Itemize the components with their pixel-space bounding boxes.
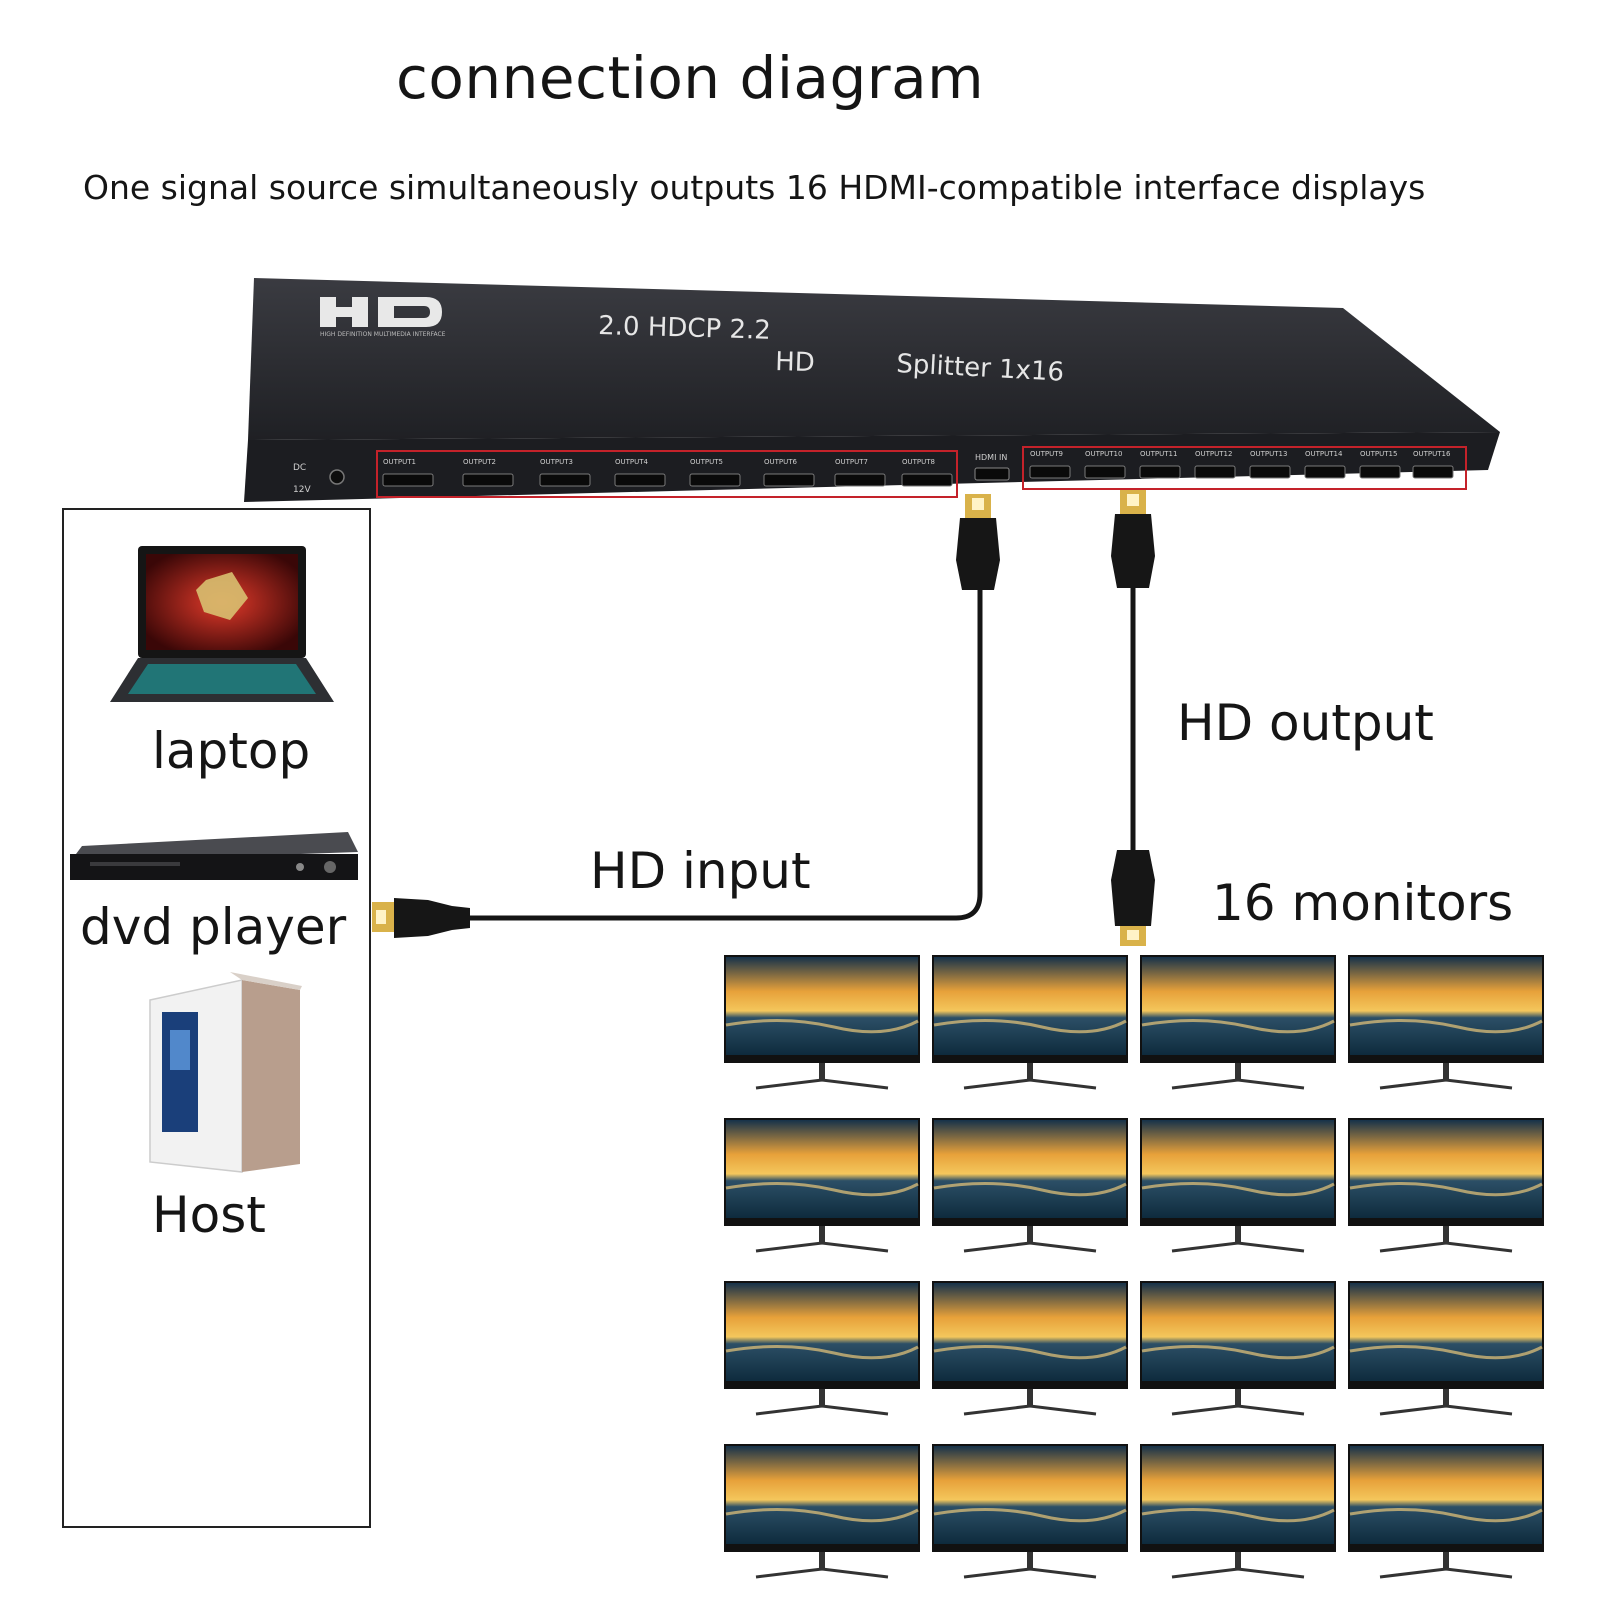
desktop-tower-icon bbox=[149, 972, 302, 1173]
hd-logo-icon bbox=[320, 297, 442, 327]
monitor-icon bbox=[932, 1281, 1128, 1416]
monitor-icon bbox=[932, 1444, 1128, 1579]
source-label-host: Host bbox=[152, 1186, 266, 1244]
output-port-label: OUTPUT15 bbox=[1360, 450, 1397, 458]
label-hd-output: HD output bbox=[1177, 694, 1434, 752]
device-spec-line2: HD bbox=[775, 347, 815, 378]
output-port-label: OUTPUT16 bbox=[1413, 450, 1451, 458]
hdmi-output-port bbox=[1029, 465, 1071, 479]
hdmi-output-port bbox=[1304, 465, 1346, 479]
hdmi-output-port bbox=[834, 473, 886, 487]
output-port-label: OUTPUT4 bbox=[615, 458, 649, 466]
output-port-label: OUTPUT13 bbox=[1250, 450, 1287, 458]
page-title: connection diagram bbox=[396, 44, 985, 112]
output-port-label: OUTPUT2 bbox=[463, 458, 496, 466]
hdmi-port-row: OUTPUT1 OUTPUT2 OUTPUT3 OUTPUT4 OUTPUT5 OUTPU… bbox=[382, 450, 1454, 487]
hdmi-output-port bbox=[901, 473, 953, 487]
power-jack-icon bbox=[329, 469, 345, 485]
monitor-icon bbox=[724, 955, 920, 1090]
hdmi-output-cable bbox=[1111, 490, 1155, 946]
dvd-player-icon bbox=[70, 832, 358, 880]
output-port-label: OUTPUT10 bbox=[1085, 450, 1122, 458]
output-port-frame-right bbox=[1022, 446, 1467, 490]
hdmi-output-port bbox=[689, 473, 741, 487]
laptop-icon bbox=[110, 546, 334, 702]
monitor-icon bbox=[1140, 1281, 1336, 1416]
label-hd-input: HD input bbox=[590, 842, 811, 900]
output-port-label: OUTPUT1 bbox=[383, 458, 416, 466]
monitor-icon bbox=[1348, 955, 1544, 1090]
device-spec-line1: 2.0 HDCP 2.2 bbox=[598, 311, 771, 346]
device-logo-subtext: HIGH DEFINITION MULTIMEDIA INTERFACE bbox=[320, 331, 446, 338]
monitor-icon bbox=[1140, 1118, 1336, 1253]
hdmi-output-port bbox=[539, 473, 591, 487]
monitor-icon bbox=[932, 955, 1128, 1090]
hdmi-input-cable bbox=[372, 494, 1000, 938]
hdmi-output-port bbox=[1194, 465, 1236, 479]
monitor-icon bbox=[724, 1118, 920, 1253]
monitor-icon bbox=[1348, 1281, 1544, 1416]
monitor-icon bbox=[724, 1444, 920, 1579]
hdmi-in-port bbox=[974, 467, 1010, 481]
output-port-label: OUTPUT12 bbox=[1195, 450, 1232, 458]
output-port-label: OUTPUT5 bbox=[690, 458, 723, 466]
output-port-label: OUTPUT6 bbox=[764, 458, 798, 466]
output-port-label: OUTPUT9 bbox=[1030, 450, 1063, 458]
hdmi-output-port bbox=[1412, 465, 1454, 479]
hdmi-output-port bbox=[614, 473, 666, 487]
hdmi-output-port bbox=[1139, 465, 1181, 479]
monitor-grid bbox=[724, 955, 1544, 1579]
hdmi-output-port bbox=[763, 473, 815, 487]
output-port-label: OUTPUT7 bbox=[835, 458, 868, 466]
output-port-label: OUTPUT3 bbox=[540, 458, 573, 466]
output-port-label: OUTPUT14 bbox=[1305, 450, 1343, 458]
hdmi-output-port bbox=[382, 473, 434, 487]
hdmi-output-port bbox=[1359, 465, 1401, 479]
monitor-icon bbox=[724, 1281, 920, 1416]
source-label-dvd-player: dvd player bbox=[80, 898, 347, 956]
page-subtitle: One signal source simultaneously outputs… bbox=[83, 168, 1426, 207]
hdmi-output-port bbox=[1249, 465, 1291, 479]
monitor-icon bbox=[1348, 1118, 1544, 1253]
source-label-laptop: laptop bbox=[152, 722, 310, 780]
output-port-frame-left bbox=[376, 450, 958, 498]
device-top-surface bbox=[248, 278, 1500, 440]
monitor-icon bbox=[1140, 1444, 1336, 1579]
output-port-label: OUTPUT11 bbox=[1140, 450, 1177, 458]
label-16-monitors: 16 monitors bbox=[1212, 874, 1513, 932]
monitor-icon bbox=[1348, 1444, 1544, 1579]
monitor-icon bbox=[1140, 955, 1336, 1090]
hdmi-output-port bbox=[462, 473, 514, 487]
output-port-label: OUTPUT8 bbox=[902, 458, 935, 466]
hdmi-splitter-device: HIGH DEFINITION MULTIMEDIA INTERFACE 2.0… bbox=[244, 278, 1500, 502]
hdmi-in-label: HDMI IN bbox=[975, 453, 1007, 462]
monitor-icon bbox=[932, 1118, 1128, 1253]
power-label: DC bbox=[293, 463, 306, 473]
hdmi-output-port bbox=[1084, 465, 1126, 479]
power-label-volt: 12V bbox=[293, 485, 311, 495]
